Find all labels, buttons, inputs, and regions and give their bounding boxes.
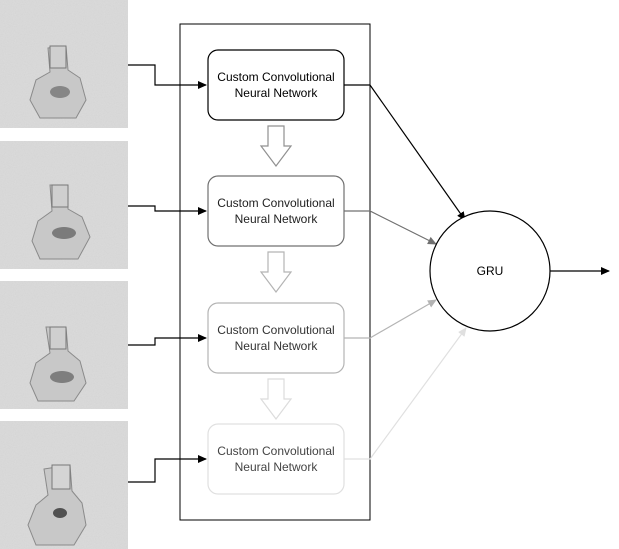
- cnn-block-4-label-line2: Neural Network: [235, 460, 319, 474]
- cnn-block-3-label-line1: Custom Convolutional: [217, 323, 334, 337]
- cnn-block-1: Custom Convolutional Neural Network: [207, 49, 345, 121]
- down-arrow-2: [259, 251, 293, 293]
- cnn-to-gru-connector-4: [344, 327, 467, 460]
- cnn-container: [179, 23, 371, 521]
- cnn-block-3: Custom Convolutional Neural Network: [207, 302, 345, 374]
- cnn-to-gru-connector-3: [344, 299, 437, 339]
- input-connector-4: [128, 455, 207, 483]
- input-frame-2: [0, 141, 128, 269]
- cnn-to-gru-connector-1: [344, 84, 466, 221]
- input-frame-4: [0, 421, 128, 549]
- input-connector-3: [128, 334, 207, 346]
- cnn-block-4-label-line1: Custom Convolutional: [217, 444, 334, 458]
- cnn-block-2-label-line1: Custom Convolutional: [217, 196, 334, 210]
- cnn-to-gru-connector-2: [344, 210, 437, 245]
- input-frame-3: [0, 281, 128, 409]
- cnn-block-1-label-line1: Custom Convolutional: [217, 70, 334, 84]
- input-frame-1: [0, 0, 128, 128]
- down-arrow-1: [259, 125, 293, 167]
- gru-label: GRU: [477, 264, 504, 278]
- down-arrow-3: [259, 378, 293, 420]
- cnn-block-1-label-line2: Neural Network: [235, 86, 319, 100]
- cnn-block-2-label-line2: Neural Network: [235, 212, 319, 226]
- cnn-block-4: Custom Convolutional Neural Network: [207, 423, 345, 495]
- cnn-block-3-label-line2: Neural Network: [235, 339, 319, 353]
- input-connector-2: [128, 205, 207, 215]
- cnn-block-2: Custom Convolutional Neural Network: [207, 175, 345, 247]
- input-connector-1: [128, 64, 207, 89]
